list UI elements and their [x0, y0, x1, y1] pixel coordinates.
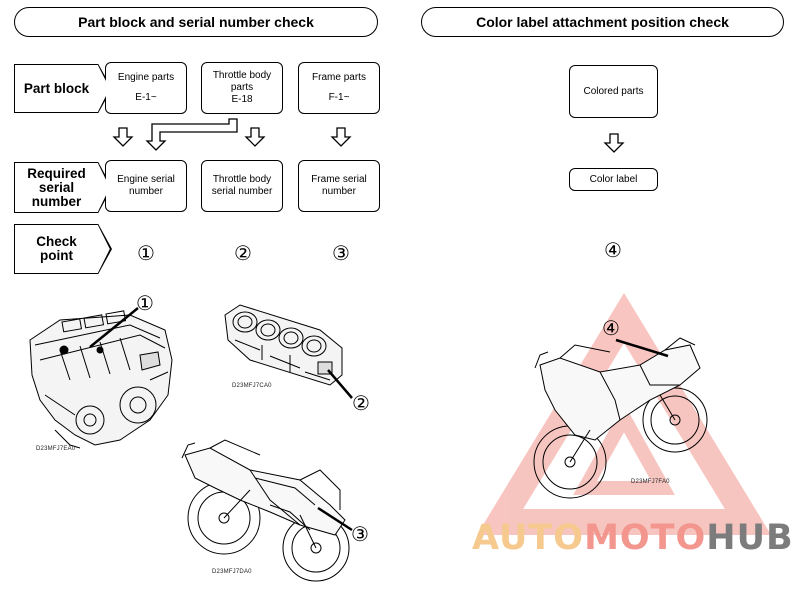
engine-figure-caption: D23MFJ7EA0 — [36, 446, 76, 452]
color-label-box: Color label — [569, 168, 658, 191]
frame-callout-line — [317, 506, 353, 532]
motorcycle-color-illustration-icon — [533, 337, 708, 499]
engine-callout-number: ① — [136, 291, 154, 315]
part-block-throttle: Throttle body parts E-18 — [201, 62, 283, 114]
color-callout-number: ④ — [602, 316, 620, 340]
arrow-throttle-to-engine-icon — [145, 118, 238, 151]
engine-illustration-icon — [29, 310, 173, 449]
part-block-label: Part block — [14, 64, 98, 113]
check-point-3: ③ — [332, 241, 350, 265]
left-section-header: Part block and serial number check — [14, 7, 378, 37]
engine-callout-line — [89, 307, 139, 348]
serial-box-throttle: Throttle body serial number — [201, 160, 283, 212]
throttle-body-illustration-icon — [224, 304, 343, 386]
right-section-header: Color label attachment position check — [421, 7, 784, 37]
colored-parts-box: Colored parts — [569, 65, 658, 118]
color-figure-caption: D23MFJ7FA0 — [631, 479, 670, 485]
check-point-1: ① — [137, 241, 155, 265]
throttle-callout-number: ② — [352, 391, 370, 415]
arrow-colored-to-label-icon — [604, 133, 624, 153]
serial-box-engine: Engine serial number — [105, 160, 187, 212]
throttle-callout-line — [327, 369, 353, 399]
color-callout-line — [615, 338, 669, 358]
part-block-engine: Engine parts E-1~ — [105, 62, 187, 114]
arrow-frame-down-icon — [331, 127, 351, 147]
throttle-figure-caption: D23MFJ7CA0 — [232, 383, 272, 389]
serial-box-frame: Frame serial number — [298, 160, 380, 212]
frame-figure-caption: D23MFJ7DA0 — [212, 569, 252, 575]
part-block-frame: Frame parts F-1~ — [298, 62, 380, 114]
watermark-logo-text: AUTOMOTOHUB — [472, 518, 794, 558]
frame-callout-number: ③ — [351, 522, 369, 546]
check-point-label: Check point — [14, 224, 98, 274]
required-serial-label: Required serial number — [14, 162, 98, 213]
check-point-2: ② — [234, 241, 252, 265]
check-point-4: ④ — [604, 238, 622, 262]
motorcycle-frame-illustration-icon — [181, 439, 350, 582]
arrow-throttle-down-icon — [245, 127, 265, 147]
arrow-engine-down-icon — [113, 127, 133, 147]
